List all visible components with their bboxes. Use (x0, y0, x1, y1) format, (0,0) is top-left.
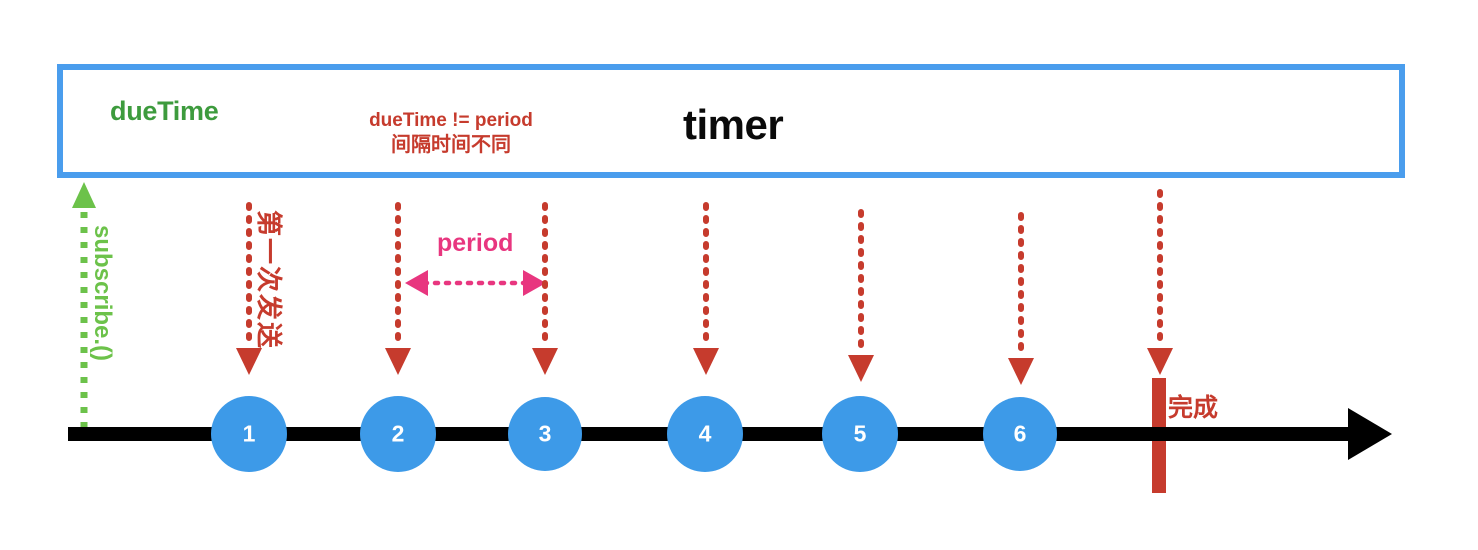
emission-lines (236, 189, 1173, 385)
marble-circle (211, 396, 287, 472)
marble-circle (508, 397, 582, 471)
marble-circle (983, 397, 1057, 471)
marble-circle (822, 396, 898, 472)
marble-circles (211, 396, 1057, 472)
period-measure-arrow (405, 270, 546, 296)
marble-circle (667, 396, 743, 472)
marble-circle (360, 396, 436, 472)
duetime-measure-arrow (72, 139, 250, 163)
subscribe-arrow (72, 182, 96, 428)
